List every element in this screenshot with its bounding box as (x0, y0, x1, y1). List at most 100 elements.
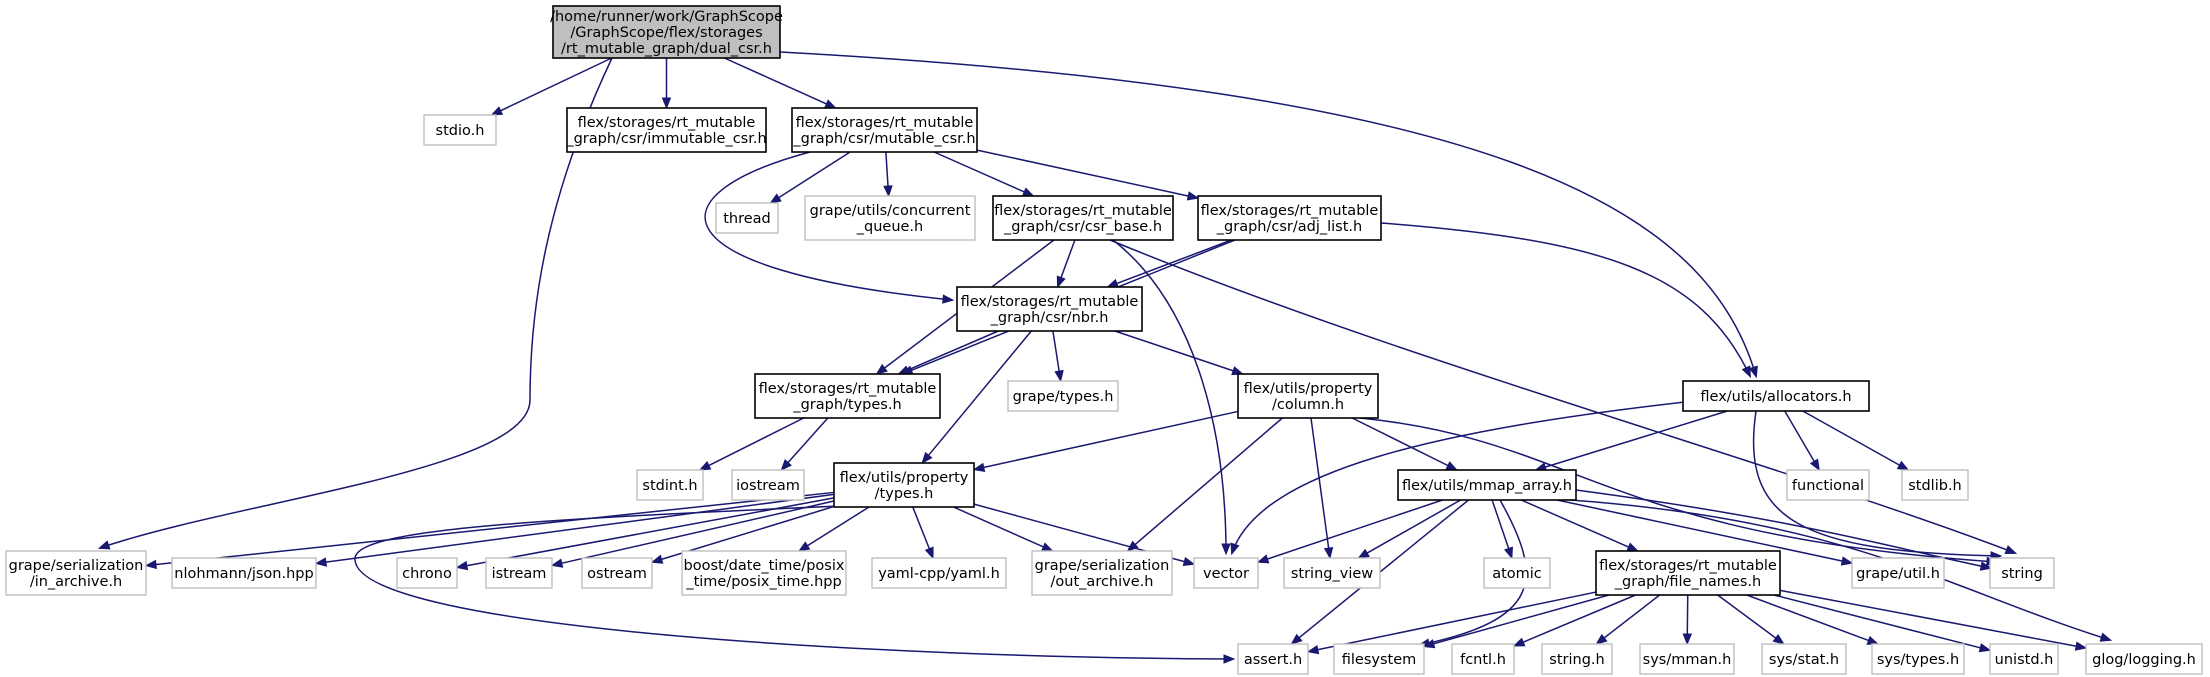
node-label-line: unistd.h (1995, 652, 2054, 668)
node-functional: functional (1786, 469, 1870, 501)
node-rm-types[interactable]: flex/storages/rt_mutable_graph/types.h (754, 373, 941, 419)
node-adj-list[interactable]: flex/storages/rt_mutable_graph/csr/adj_l… (1197, 195, 1382, 241)
node-label-line: functional (1792, 478, 1864, 494)
edge-mutable_csr-to-thread (769, 151, 851, 204)
node-sys-types: sys/types.h (1871, 643, 1965, 675)
edge-root-to-allocators (779, 51, 1758, 379)
edge-csr_base-to-vector (1112, 239, 1231, 556)
node-allocators[interactable]: flex/utils/allocators.h (1682, 380, 1870, 412)
edge-nbr-to-prop_types (921, 330, 1032, 465)
edge-file_names-to-unistd (1773, 594, 1992, 653)
edge-column-to-mmap_array (1351, 417, 1459, 471)
node-label-line: atomic (1492, 566, 1542, 582)
edge-mmap_array-to-grape_util (1556, 499, 1854, 566)
node-unistd: unistd.h (1989, 643, 2059, 675)
node-label-line: vector (1203, 566, 1249, 582)
edge-allocators-to-stdlib (1802, 410, 1910, 471)
node-label-line: glog/logging.h (2092, 652, 2196, 668)
edge-root-to-in_archive (97, 57, 613, 550)
node-label-line: stdlib.h (1908, 478, 1962, 494)
node-label-line: /out_archive.h (1051, 574, 1154, 590)
node-label-line: _time/posix_time.hpp (685, 574, 841, 590)
node-label-line: yaml-cpp/yaml.h (878, 566, 1000, 582)
edge-allocators-to-vector (1230, 401, 1686, 556)
edge-allocators-to-functional (1784, 410, 1820, 472)
node-immutable-csr[interactable]: flex/storages/rt_mutable_graph/csr/immut… (565, 107, 767, 153)
node-label-line: string (2001, 566, 2043, 582)
node-in-archive: grape/serialization/in_archive.h (5, 550, 147, 596)
node-nbr[interactable]: flex/storages/rt_mutable_graph/csr/nbr.h (956, 286, 1143, 332)
edge-csr_base-to-nbr (1056, 239, 1076, 289)
node-label-line: grape/serialization (9, 558, 144, 574)
node-label-line: sys/types.h (1877, 652, 1959, 668)
node-fcntl: fcntl.h (1451, 643, 1515, 675)
node-label-line: flex/storages/rt_mutable (796, 115, 974, 131)
node-label-line: flex/storages/rt_mutable (578, 115, 756, 131)
node-label-line: stdio.h (436, 123, 485, 139)
node-label-line: _graph/csr/csr_base.h (1003, 219, 1162, 235)
node-string-h: string.h (1541, 643, 1613, 675)
node-label-line: ostream (587, 566, 647, 582)
edge-prop_types-to-json (314, 493, 835, 567)
node-mmap-array[interactable]: flex/utils/mmap_array.h (1397, 469, 1577, 501)
node-label-line: _graph/file_names.h (1614, 574, 1761, 590)
node-label-line: /types.h (875, 486, 934, 502)
node-label-line: nlohmann/json.hpp (174, 566, 313, 582)
node-label-line: /home/runner/work/GraphScope (550, 9, 783, 25)
edge-mutable_csr-to-concurrent_queue (883, 151, 893, 198)
node-stdint: stdint.h (636, 469, 704, 501)
node-thread: thread (715, 202, 779, 234)
node-mutable-csr[interactable]: flex/storages/rt_mutable_graph/csr/mutab… (791, 107, 978, 153)
edge-prop_types-to-posix_time (797, 506, 870, 552)
node-label-line: flex/storages/rt_mutable (994, 203, 1172, 219)
node-label-line: stdint.h (642, 478, 697, 494)
node-posix-time: boost/date_time/posix_time/posix_time.hp… (681, 550, 847, 596)
node-label-line: thread (723, 211, 771, 227)
node-label-line: chrono (402, 566, 452, 582)
node-label-line: _graph/csr/mutable_csr.h (792, 131, 975, 147)
edge-prop_types-to-in_archive (144, 491, 835, 570)
node-string-view: string_view (1283, 557, 1381, 589)
node-label-line: flex/storages/rt_mutable (759, 381, 937, 397)
node-label-line: flex/utils/property (840, 470, 969, 486)
edge-mutable_csr-to-nbr (704, 151, 955, 304)
edge-file_names-to-filesystem (1422, 594, 1610, 649)
node-label-line: grape/utils/concurrent (810, 203, 971, 219)
edge-root-to-stdio (490, 57, 613, 116)
edge-adj_list-to-allocators (1380, 222, 1752, 379)
edge-prop_types-to-out_archive (953, 506, 1054, 552)
node-label-line: _graph/csr/nbr.h (990, 310, 1109, 326)
node-csr-base[interactable]: flex/storages/rt_mutable_graph/csr/csr_b… (992, 195, 1174, 241)
node-label-line: iostream (736, 478, 800, 494)
node-label-line: /rt_mutable_graph/dual_csr.h (561, 41, 772, 57)
edge-prop_types-to-yaml (912, 506, 934, 560)
edge-mmap_array-to-atomic (1491, 499, 1513, 560)
node-label-line: flex/utils/property (1244, 381, 1373, 397)
node-label-line: fcntl.h (1460, 652, 1506, 668)
edge-nbr-to-grape_types (1052, 330, 1064, 383)
edge-file_names-to-assert (1306, 591, 1597, 655)
node-label-line: /in_archive.h (30, 574, 122, 590)
node-label-line: _graph/types.h (792, 397, 901, 413)
node-root[interactable]: /home/runner/work/GraphScope/GraphScope/… (550, 5, 783, 59)
node-ostream: ostream (581, 557, 653, 589)
node-column[interactable]: flex/utils/property/column.h (1237, 373, 1379, 419)
node-label-line: flex/storages/rt_mutable (1599, 558, 1777, 574)
edge-mutable_csr-to-adj_list (976, 149, 1200, 201)
edge-rm_types-to-iostream (780, 417, 829, 472)
node-label-line: filesystem (1342, 652, 1417, 668)
file-nodes: /home/runner/work/GraphScope/GraphScope/… (5, 5, 2203, 675)
node-file-names[interactable]: flex/storages/rt_mutable_graph/file_name… (1595, 550, 1781, 596)
node-concurrent-queue: grape/utils/concurrent_queue.h (804, 195, 976, 241)
edge-root-to-mutable_csr (724, 57, 837, 109)
node-label-line: _graph/csr/immutable_csr.h (565, 131, 766, 147)
node-assert: assert.h (1237, 643, 1309, 675)
node-label-line: string_view (1291, 566, 1373, 582)
node-prop-types[interactable]: flex/utils/property/types.h (833, 462, 975, 508)
node-glog: glog/logging.h (2085, 643, 2203, 675)
edge-prop_types-to-istream (550, 500, 835, 568)
edge-nbr-to-column (1114, 330, 1244, 376)
node-label-line: _graph/csr/adj_list.h (1216, 219, 1362, 235)
node-grape-util: grape/util.h (1851, 557, 1945, 589)
